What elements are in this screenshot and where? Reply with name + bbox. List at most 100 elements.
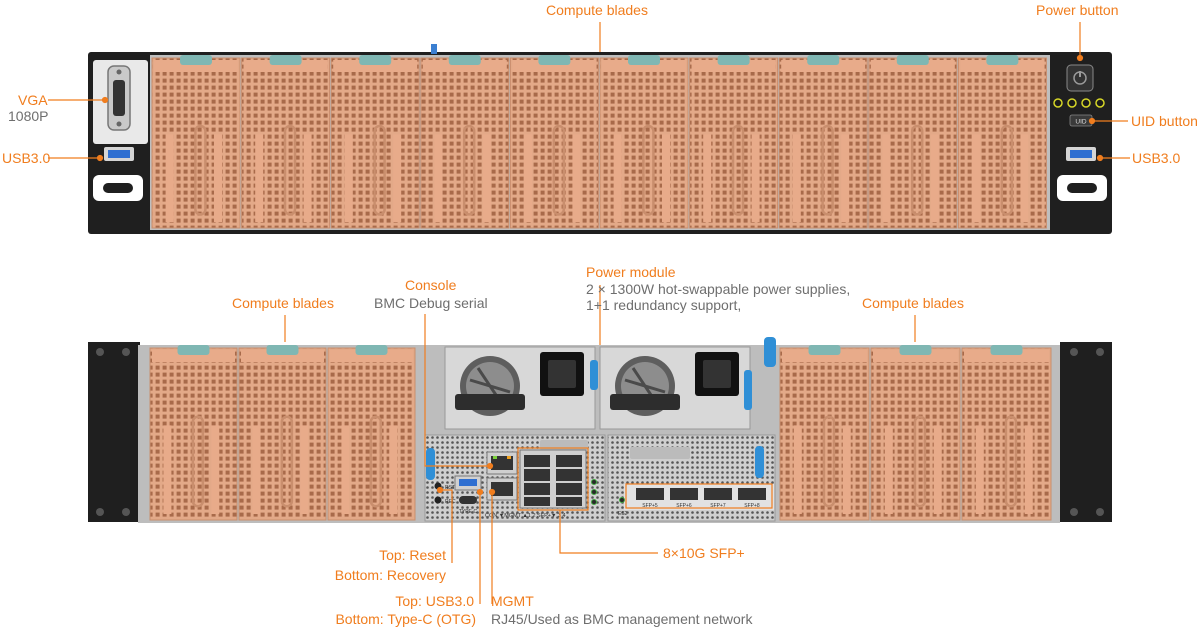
rear-right-blade-2-latch[interactable] xyxy=(899,345,932,355)
psu-latch-left[interactable] xyxy=(590,360,598,390)
front-blade-10[interactable] xyxy=(957,55,1047,229)
rear-right-blade-1-pull-handle[interactable] xyxy=(822,415,836,508)
sfp-port-6[interactable]: SFP+6 xyxy=(670,488,698,509)
front-blade-7-latch[interactable] xyxy=(717,55,750,65)
power-button[interactable] xyxy=(1066,64,1094,92)
sfp-port-5[interactable]: SFP+5 xyxy=(636,488,664,509)
recovery-label: Bottom: Recovery xyxy=(334,567,446,583)
callout-lines xyxy=(48,22,1130,604)
front-blade-1-latch[interactable] xyxy=(180,55,212,65)
front-blade-4-pull-handle[interactable] xyxy=(462,124,476,216)
rear-left-blade-1-latch[interactable] xyxy=(177,345,210,355)
front-blade-row xyxy=(151,55,1047,229)
front-right-panel: UID xyxy=(1053,64,1107,201)
front-left-panel xyxy=(93,60,148,201)
io-status-leds xyxy=(591,479,597,505)
front-blade-8-latch[interactable] xyxy=(807,55,840,65)
console-mgmt-rj45[interactable] xyxy=(486,451,518,501)
usb-right-label: USB3.0 xyxy=(1132,150,1181,166)
front-blade-3-latch[interactable] xyxy=(359,55,392,65)
front-blade-5-latch[interactable] xyxy=(538,55,571,65)
rear-blades-left-label: Compute blades xyxy=(232,295,334,311)
front-blade-4[interactable] xyxy=(420,55,510,229)
front-blades-label: Compute blades xyxy=(546,2,648,18)
psu-latch-top[interactable] xyxy=(764,337,776,367)
sfp-port-7[interactable]: SFP+7 xyxy=(704,488,732,509)
vga-label: VGA xyxy=(18,92,48,108)
console-label: Console xyxy=(405,277,457,293)
rst-tag: RST xyxy=(445,485,455,491)
front-blade-8-pull-handle[interactable] xyxy=(821,124,834,216)
uid-button[interactable]: UID xyxy=(1069,114,1093,127)
rear-blade-rows xyxy=(149,345,1052,521)
front-blade-1[interactable] xyxy=(151,55,241,229)
front-blade-2-latch[interactable] xyxy=(269,55,302,65)
uid-tag: UID xyxy=(1075,119,1087,126)
power-module-label: Power module xyxy=(586,264,676,280)
rear-left-blade-3-latch[interactable] xyxy=(355,345,388,355)
power-supply-2[interactable] xyxy=(599,346,751,430)
sfp-port-label-6: SFP+6 xyxy=(676,503,692,509)
sfp-ports-5-8[interactable]: SFP+5 SFP+6 SFP+7 SFP+8 xyxy=(636,488,766,509)
front-blade-8[interactable] xyxy=(778,55,868,229)
front-blade-9-pull-handle[interactable] xyxy=(910,124,924,216)
front-blade-6[interactable] xyxy=(599,55,689,229)
sfp-module-latch[interactable] xyxy=(755,446,764,478)
front-blade-10-pull-handle[interactable] xyxy=(1000,124,1014,216)
rear-right-blade-2[interactable] xyxy=(870,345,961,521)
typec-bottom-label: Bottom: Type-C (OTG) xyxy=(335,611,476,627)
psu-latch-right[interactable] xyxy=(744,370,752,410)
rear-right-blade-1-latch[interactable] xyxy=(808,345,841,355)
rear-right-blade-1[interactable] xyxy=(779,345,870,521)
front-blade-3[interactable] xyxy=(330,55,420,229)
front-blade-2-pull-handle[interactable] xyxy=(283,124,297,216)
usb-left-label: USB3.0 xyxy=(2,150,51,166)
front-blade-9[interactable] xyxy=(868,55,958,229)
io-latch[interactable] xyxy=(426,448,435,480)
usb-port-left[interactable] xyxy=(104,147,134,161)
front-blade-1-pull-handle[interactable] xyxy=(194,124,207,216)
rear-left-blade-2-latch[interactable] xyxy=(266,345,299,355)
reset-label: Top: Reset xyxy=(379,547,446,563)
status-leds xyxy=(1053,98,1105,108)
sfp-highlight-boxes xyxy=(517,447,773,511)
rear-left-blade-1[interactable] xyxy=(149,345,238,521)
rear-left-blade-3[interactable] xyxy=(327,345,416,521)
front-blade-5-pull-handle[interactable] xyxy=(552,124,566,216)
vga-port[interactable] xyxy=(107,65,131,131)
mgmt-label: MGMT xyxy=(491,593,534,609)
usb-port-right[interactable] xyxy=(1066,147,1096,161)
front-blade-5[interactable] xyxy=(509,55,599,229)
front-blade-7-pull-handle[interactable] xyxy=(731,124,745,216)
rear-blades-right-label: Compute blades xyxy=(862,295,964,311)
front-blade-7[interactable] xyxy=(689,55,779,229)
rear-left-blade-3-pull-handle[interactable] xyxy=(369,415,383,508)
front-blade-6-pull-handle[interactable] xyxy=(642,124,655,216)
rear-left-blade-2[interactable] xyxy=(238,345,327,521)
usb-typec-stack[interactable]: TYPE-C xyxy=(454,475,482,515)
front-blade-2[interactable] xyxy=(241,55,331,229)
type-c-tag: TYPE-C xyxy=(459,509,478,515)
rear-left-blade-1-pull-handle[interactable] xyxy=(191,415,205,508)
rear-left-blade-2-pull-handle[interactable] xyxy=(280,415,294,508)
front-blade-6-latch[interactable] xyxy=(628,55,660,65)
mgmt-desc: RJ45/Used as BMC management network xyxy=(491,611,753,627)
rear-right-blade-2-pull-handle[interactable] xyxy=(913,415,927,508)
rear-right-blade-3-latch[interactable] xyxy=(990,345,1023,355)
front-blade-3-pull-handle[interactable] xyxy=(373,124,386,216)
front-blade-10-latch[interactable] xyxy=(986,55,1019,65)
power-module-desc-1: 2 × 1300W hot-swappable power supplies, xyxy=(586,281,851,297)
power-supply-1[interactable] xyxy=(444,346,596,430)
power-module-desc-2: 1+1 redundancy support, xyxy=(586,297,742,313)
front-blade-4-latch[interactable] xyxy=(448,55,481,65)
rear-right-blade-3[interactable] xyxy=(961,345,1052,521)
rec-tag: REC xyxy=(445,499,456,505)
usb-top-label: Top: USB3.0 xyxy=(395,593,474,609)
sfp-port-8[interactable]: SFP+8 xyxy=(738,488,766,509)
rear-right-blade-3-pull-handle[interactable] xyxy=(1004,415,1018,508)
sfp-ports-1-4[interactable] xyxy=(519,449,587,509)
front-blade-9-latch[interactable] xyxy=(896,55,929,65)
sfp-port-label-5: SFP+5 xyxy=(642,503,658,509)
uid-button-label: UID button xyxy=(1131,113,1198,129)
